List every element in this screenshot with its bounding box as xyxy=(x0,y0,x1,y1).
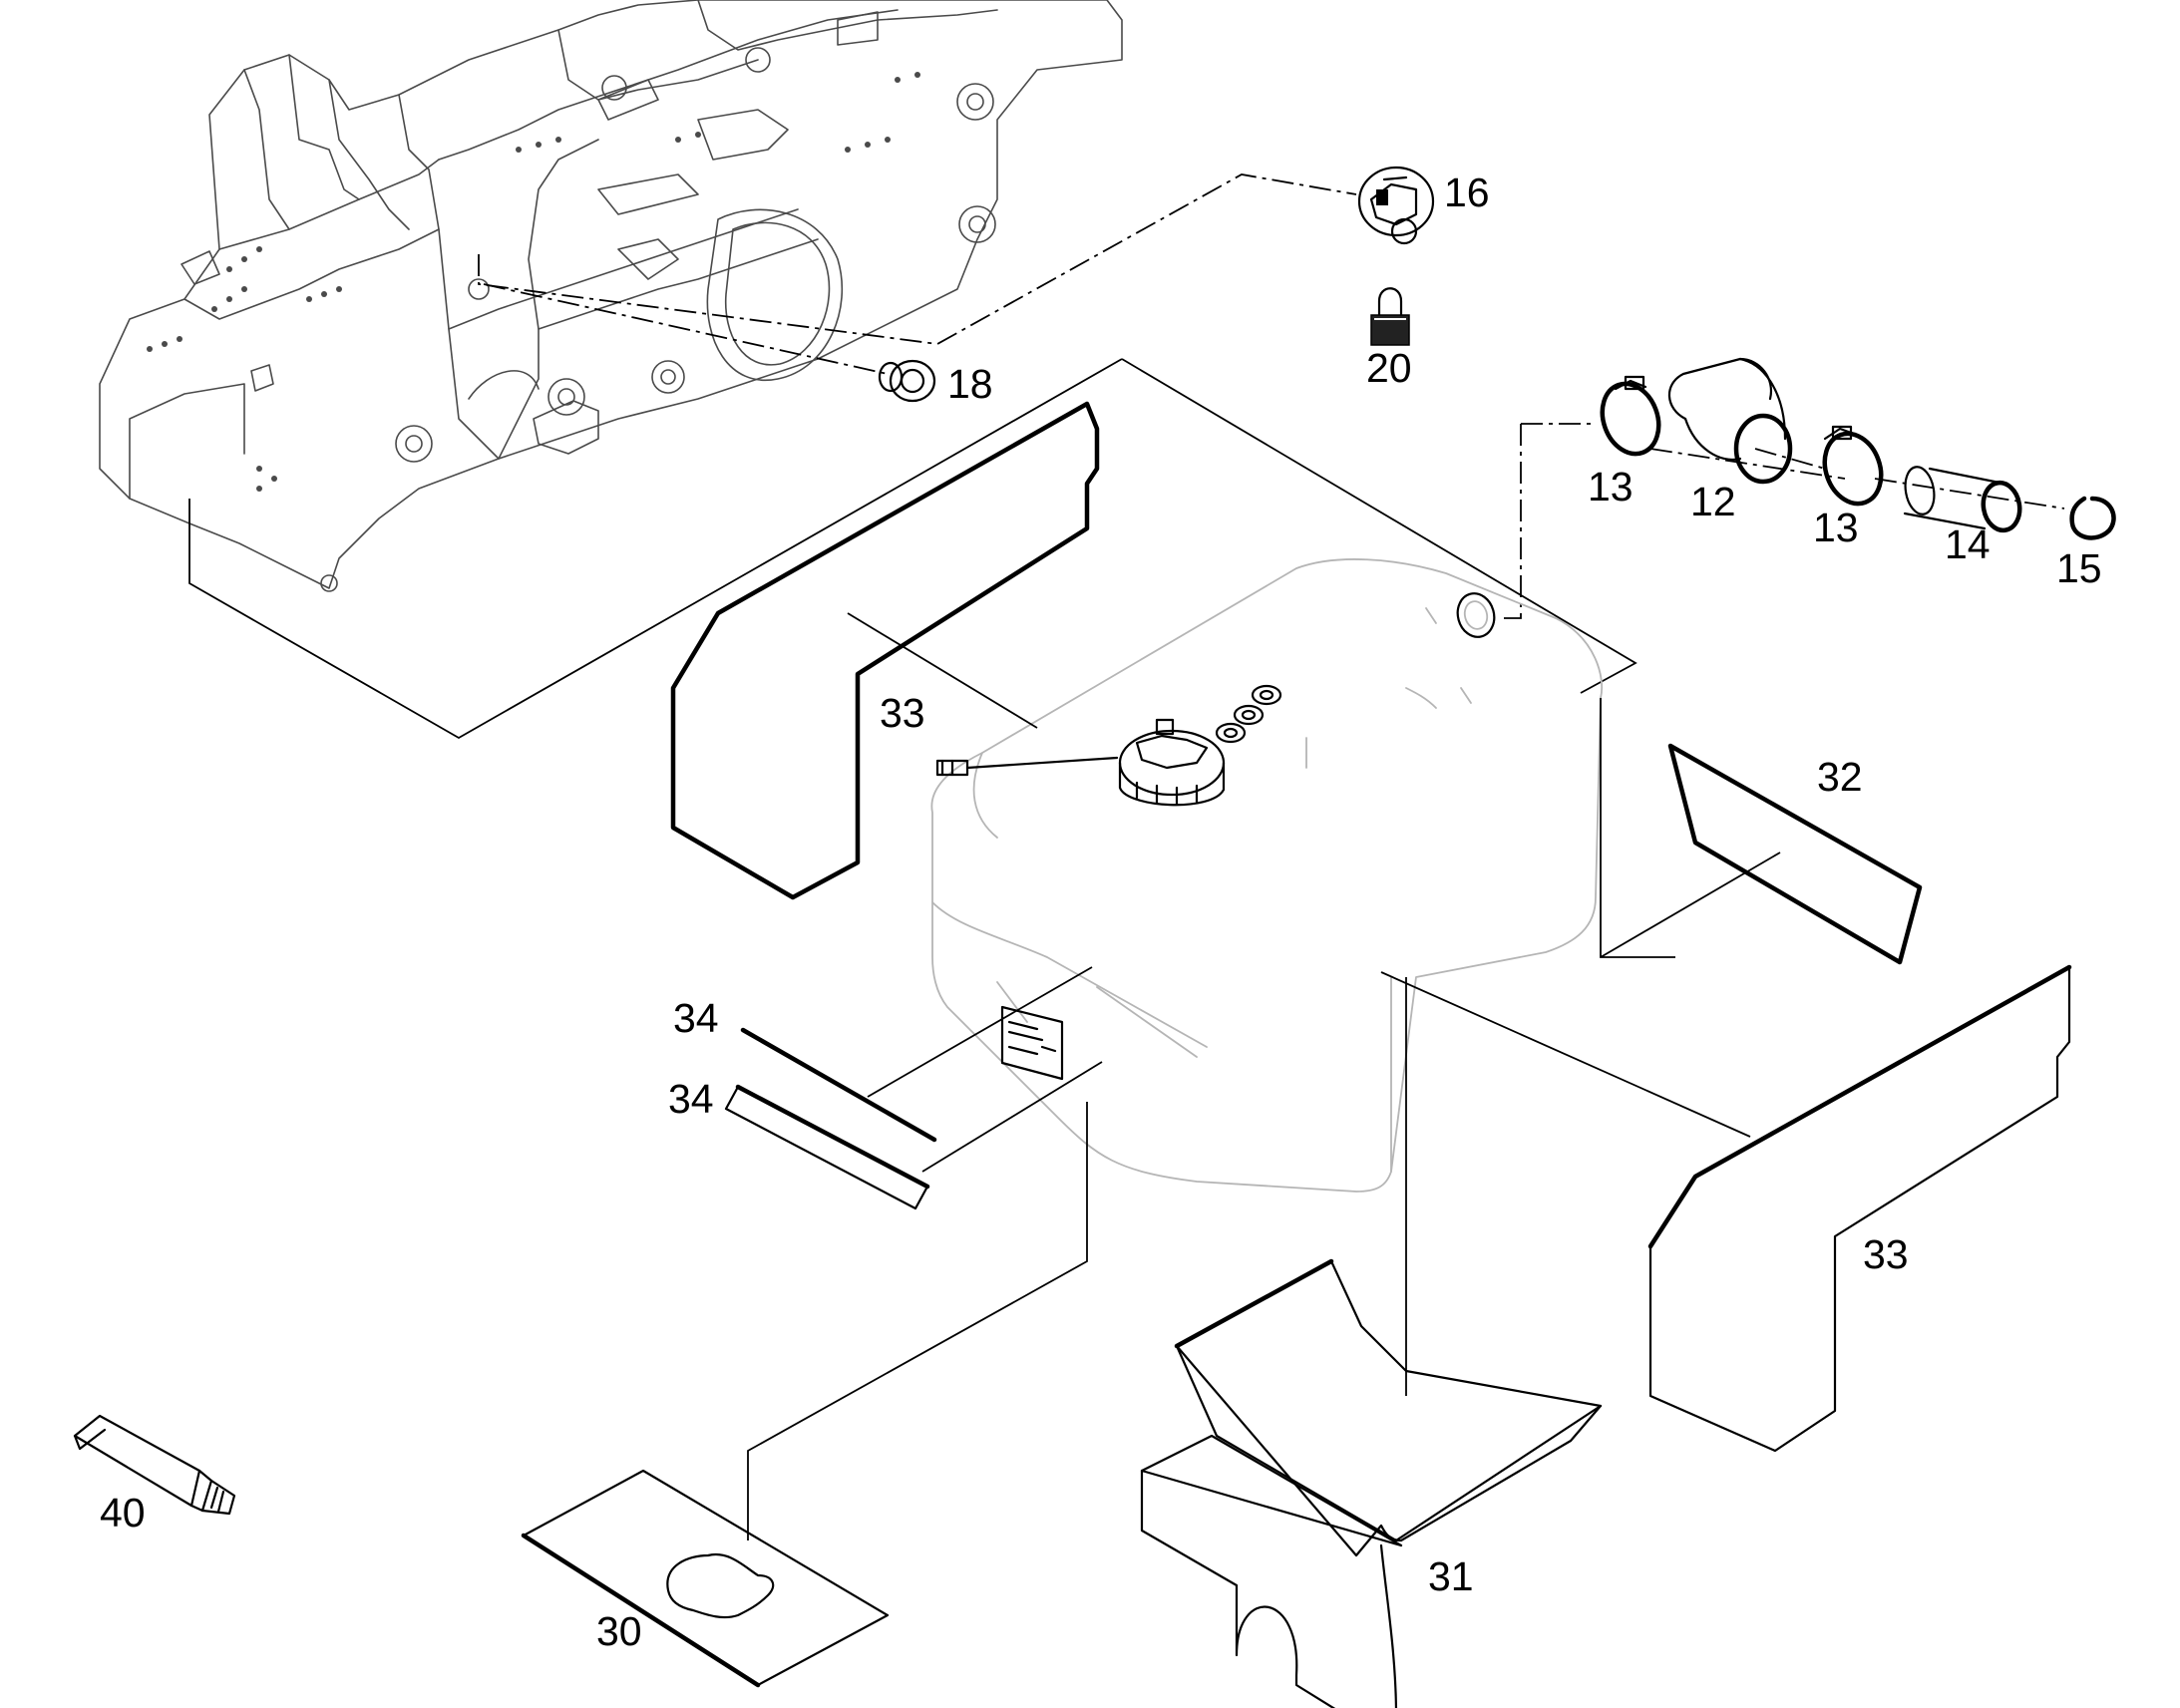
callout-30: 30 xyxy=(596,1608,642,1654)
callout-13-left: 13 xyxy=(1588,464,1634,510)
callout-40: 40 xyxy=(100,1490,146,1536)
callout-12: 12 xyxy=(1690,479,1736,524)
cradle-insulation-part-31 xyxy=(1140,1258,1603,1708)
tank-leaders xyxy=(747,698,1781,1540)
padlock-part-20 xyxy=(1370,287,1410,346)
tank-label xyxy=(1000,1005,1064,1081)
tank-fittings xyxy=(1215,592,1496,744)
callout-32: 32 xyxy=(1817,754,1863,800)
strip-part-34-lower xyxy=(724,1084,930,1210)
callout-18: 18 xyxy=(947,361,993,407)
callout-20: 20 xyxy=(1366,345,1412,391)
fuel-cap-part-16 xyxy=(1357,166,1435,245)
assembly-lines xyxy=(478,173,2065,619)
fuel-sender-unit xyxy=(935,718,1226,807)
strip-part-34-upper xyxy=(740,1027,937,1143)
hose-clamp-part-13-left xyxy=(1600,375,1661,457)
callout-33-right: 33 xyxy=(1863,1231,1909,1277)
sealant-tube-part-40 xyxy=(73,1414,236,1516)
insulation-panel-part-32 xyxy=(1667,743,1923,965)
insulation-panel-part-33-left xyxy=(670,401,1100,900)
fuel-tank xyxy=(930,558,1604,1193)
callout-15: 15 xyxy=(2056,545,2102,591)
machine-frame xyxy=(99,0,1123,592)
callout-13-right: 13 xyxy=(1813,505,1859,550)
hose-part-12 xyxy=(1667,357,1793,485)
callout-34-lower: 34 xyxy=(668,1076,714,1122)
callout-14: 14 xyxy=(1945,521,1991,567)
plug-part-18 xyxy=(878,359,936,403)
frame-leader xyxy=(188,358,1637,740)
callout-34-upper: 34 xyxy=(673,995,719,1041)
callout-31: 31 xyxy=(1428,1553,1474,1599)
callout-33-left: 33 xyxy=(880,690,925,736)
callout-16: 16 xyxy=(1444,170,1490,215)
snap-ring-part-15 xyxy=(2069,496,2116,540)
base-pad-part-30 xyxy=(521,1469,890,1688)
insulation-panel-part-33-right xyxy=(1647,964,2072,1453)
tube-part-14 xyxy=(1903,466,2022,533)
hose-clamp-part-13-right xyxy=(1822,425,1884,507)
frame-bolt-holes xyxy=(147,72,920,492)
